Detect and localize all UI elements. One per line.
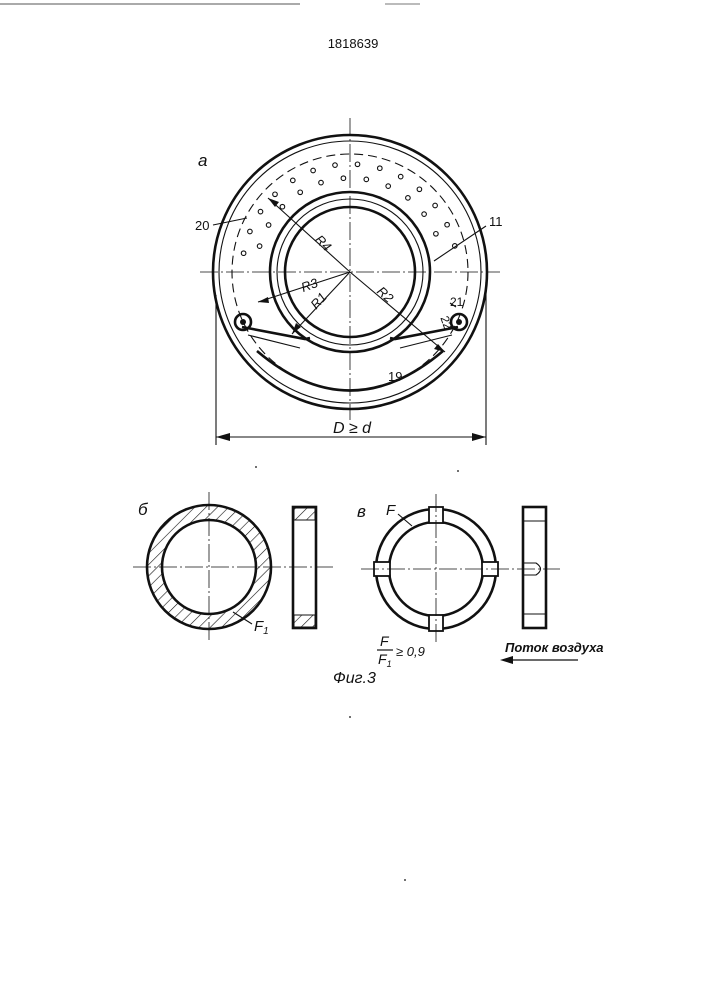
figure-caption: Фиг.3 [333, 670, 376, 687]
profile-b [293, 507, 316, 628]
perforation-hole [291, 178, 296, 183]
airflow-arrow [500, 656, 578, 664]
view-a-letter: а [198, 151, 207, 170]
profile-c [523, 507, 546, 628]
view-a: а [195, 118, 503, 445]
perforation-hole [433, 203, 438, 208]
label-r4: R4 [312, 232, 334, 254]
dimension-label: D ≥ d [333, 420, 372, 437]
perforation-hole [280, 204, 285, 209]
perforation-hole [355, 162, 360, 167]
label-20: 20 [195, 218, 209, 233]
perforation-hole [378, 166, 383, 171]
label-r2: R2 [374, 283, 397, 306]
perforation-hole [434, 232, 439, 237]
view-b-letter: б [138, 500, 149, 519]
view-c: в F F F1 ≥ 0,9 Поток воздуха [357, 494, 603, 669]
perforation-hole [445, 222, 450, 227]
label-r1: R1 [307, 289, 329, 311]
perforation-hole [333, 163, 338, 168]
perforation-hole [258, 209, 263, 214]
label-f1: F1 [254, 618, 269, 637]
profile-b-hatch-top [294, 508, 315, 520]
perforation-hole [248, 229, 253, 234]
perforation-hole [266, 223, 271, 228]
perforation-hole [319, 180, 324, 185]
view-b: б F1 [133, 492, 336, 640]
ratio-numerator: F [380, 633, 390, 649]
perforation-hole [273, 192, 278, 197]
label-19: 19 [388, 369, 402, 384]
perforation-hole [398, 174, 403, 179]
airflow-label: Поток воздуха [505, 640, 603, 655]
label-11: 11 [489, 214, 503, 229]
ratio-denominator: F1 [378, 651, 392, 669]
perforation-hole [422, 212, 427, 217]
patent-number: 1818639 [328, 36, 379, 51]
label-21: 21 [450, 295, 464, 309]
perforation-hole [241, 251, 246, 256]
perforation-hole [311, 168, 316, 173]
profile-b-hatch-bottom [294, 615, 315, 627]
perforation-hole [386, 184, 391, 189]
ratio-condition: ≥ 0,9 [396, 644, 425, 659]
label-f: F [386, 502, 396, 519]
perforation-hole [298, 190, 303, 195]
perforation-hole [417, 187, 422, 192]
perforation-hole [341, 176, 346, 181]
perforation-hole [406, 196, 411, 201]
area-ratio: F F1 ≥ 0,9 [377, 633, 425, 669]
perforation-hole [364, 177, 369, 182]
perforation-hole [257, 244, 262, 249]
view-c-letter: в [357, 502, 366, 521]
